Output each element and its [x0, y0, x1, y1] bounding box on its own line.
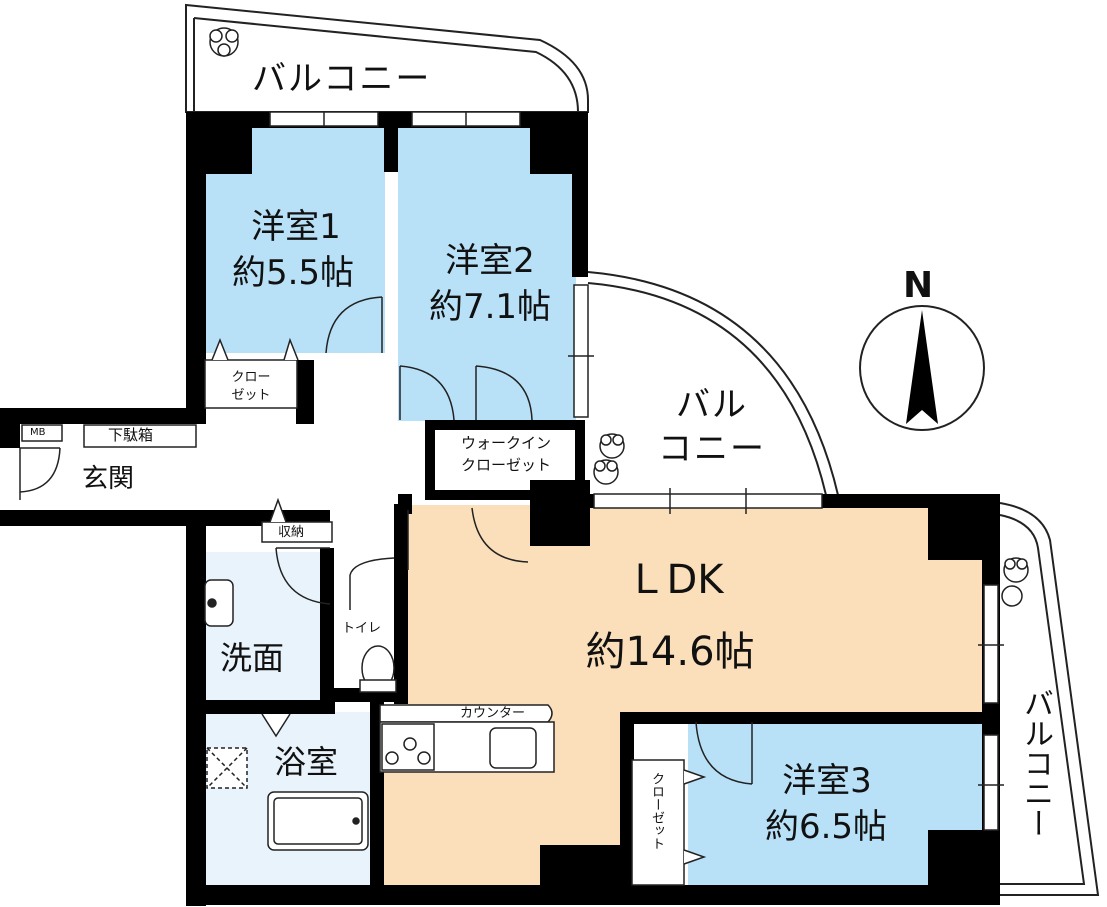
closets — [21, 337, 707, 886]
closet3-label: クローゼット — [649, 772, 664, 850]
toilet-label: トイレ — [342, 621, 382, 636]
balcony-top — [185, 3, 589, 113]
walkin-closet-label-1: ウォークイン — [460, 434, 551, 452]
balcony-middle-label-2: コニー — [658, 429, 766, 469]
closet1-label-2: ゼット — [231, 388, 271, 403]
balcony-top-label: バルコニー — [252, 59, 432, 99]
washroom-floor — [205, 552, 323, 712]
shoe-box-label: 下駄箱 — [108, 426, 154, 444]
washroom-label: 洗面 — [220, 639, 285, 677]
entrance-label: 玄関 — [82, 464, 135, 494]
balcony-right — [999, 502, 1100, 896]
bedroom3-name: 洋室3 — [782, 761, 872, 801]
shrub-icons — [209, 27, 1029, 607]
closet1-label-1: クロー — [231, 370, 271, 385]
balcony-right-label: バルコニー — [1018, 688, 1053, 838]
bedroom2-name: 洋室2 — [445, 241, 535, 281]
ldk-name: ＬDK — [626, 557, 724, 603]
balcony-middle — [587, 271, 839, 496]
mb-label: MB — [30, 427, 46, 438]
wet-fixtures — [204, 579, 397, 851]
ldk-floor — [380, 505, 982, 885]
bathroom-label: 浴室 — [274, 743, 339, 781]
bedroom3-size: 約6.5帖 — [764, 807, 888, 847]
balcony-middle-label-1: バル — [676, 385, 748, 425]
kitchen — [379, 704, 555, 773]
ldk-size: 約14.6帖 — [585, 629, 755, 675]
storage-label: 収納 — [278, 525, 305, 540]
bedroom2-size: 約7.1帖 — [428, 287, 552, 327]
counter-label: カウンター — [460, 706, 526, 721]
compass-north-label: N — [903, 265, 934, 306]
walkin-closet-label-2: クローゼット — [460, 456, 551, 474]
doors — [19, 296, 753, 785]
bedroom1-size: 約5.5帖 — [231, 253, 355, 293]
compass-rose — [859, 305, 985, 431]
windows — [269, 111, 1004, 831]
bedroom2-floor — [398, 128, 576, 421]
bedroom1-name: 洋室1 — [251, 207, 341, 247]
